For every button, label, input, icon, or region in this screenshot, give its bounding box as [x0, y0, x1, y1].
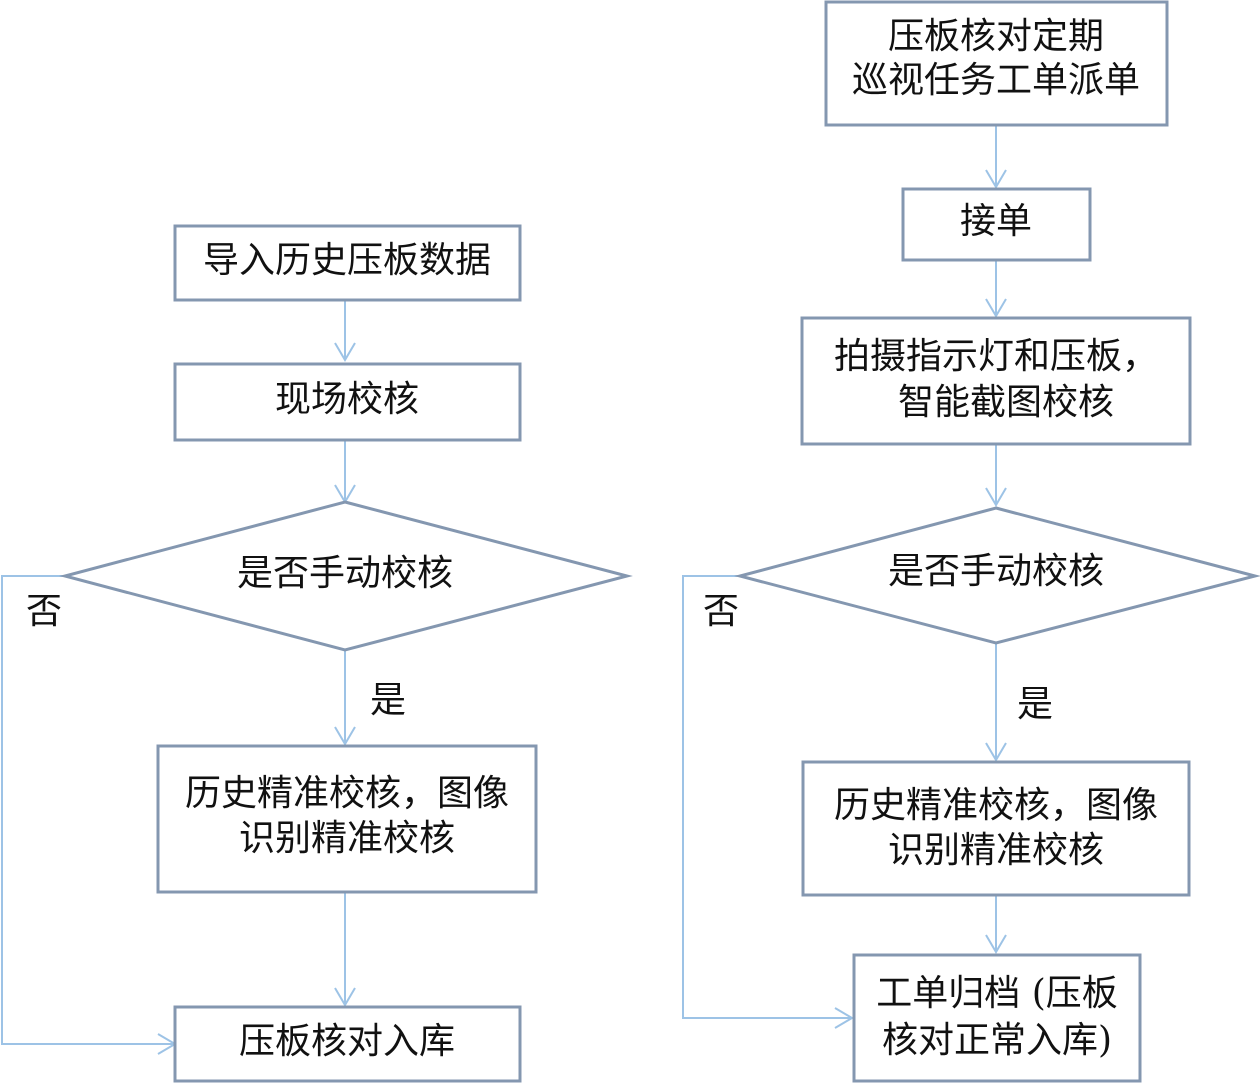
node-photo-check-line1: 拍摄指示灯和压板，	[834, 336, 1158, 377]
node-precise-check: 历史精准校核，图像 识别精准校核	[156, 744, 538, 894]
node-precise-check: 历史精准校核，图像 识别精准校核	[801, 760, 1191, 897]
node-import-history-label: 导入历史压板数据	[203, 240, 491, 281]
arrowhead	[334, 726, 356, 746]
decision-manual-check: 是否手动校核	[59, 500, 633, 652]
node-photo-check-line2: 智能截图校核	[898, 382, 1114, 423]
node-import-history: 导入历史压板数据	[173, 224, 522, 302]
no-label: 否	[26, 591, 62, 632]
node-warehouse: 压板核对入库	[173, 1005, 522, 1083]
node-onsite-check: 现场校核	[173, 362, 522, 442]
arrowhead	[334, 987, 356, 1007]
node-dispatch-line1: 压板核对定期	[888, 16, 1104, 57]
arrowhead	[985, 742, 1007, 762]
arrowhead	[834, 1007, 854, 1029]
arrowhead	[985, 298, 1007, 318]
yes-label: 是	[1017, 684, 1053, 725]
connector-decision-no	[1, 575, 175, 1045]
decision-manual-check-label: 是否手动校核	[237, 553, 453, 594]
node-accept: 接单	[901, 187, 1092, 262]
no-label: 否	[703, 591, 739, 632]
decision-manual-check-label: 是否手动校核	[888, 551, 1104, 592]
node-archive: 工单归档 (压板 核对正常入库)	[852, 953, 1142, 1083]
node-dispatch: 压板核对定期 巡视任务工单派单	[824, 0, 1169, 127]
left-flow: 导入历史压板数据 现场校核 是否手动校核 是 否 历史精准校核，图像 识别精准校…	[1, 224, 633, 1083]
arrowhead	[985, 487, 1007, 507]
arrowhead	[985, 169, 1007, 189]
node-archive-line2: 核对正常入库)	[882, 1020, 1112, 1061]
node-dispatch-line2: 巡视任务工单派单	[852, 60, 1140, 101]
node-archive-line1: 工单归档 (压板	[876, 973, 1118, 1014]
node-warehouse-label: 压板核对入库	[239, 1021, 455, 1062]
node-onsite-check-label: 现场校核	[275, 379, 419, 420]
node-precise-check-line2: 识别精准校核	[239, 818, 455, 859]
decision-manual-check: 是否手动校核	[734, 506, 1260, 645]
node-precise-check-line1: 历史精准校核，图像	[834, 785, 1158, 826]
right-flow: 压板核对定期 巡视任务工单派单 接单 拍摄指示灯和压板， 智能截图校核 是否手动…	[682, 0, 1260, 1083]
node-precise-check-line1: 历史精准校核，图像	[185, 773, 509, 814]
yes-label: 是	[370, 680, 406, 721]
arrowhead	[334, 342, 356, 362]
connector-decision-no	[682, 575, 852, 1019]
node-precise-check-line2: 识别精准校核	[888, 830, 1104, 871]
node-accept-label: 接单	[960, 201, 1032, 242]
arrowhead	[985, 934, 1007, 954]
node-photo-check: 拍摄指示灯和压板， 智能截图校核	[800, 316, 1192, 446]
